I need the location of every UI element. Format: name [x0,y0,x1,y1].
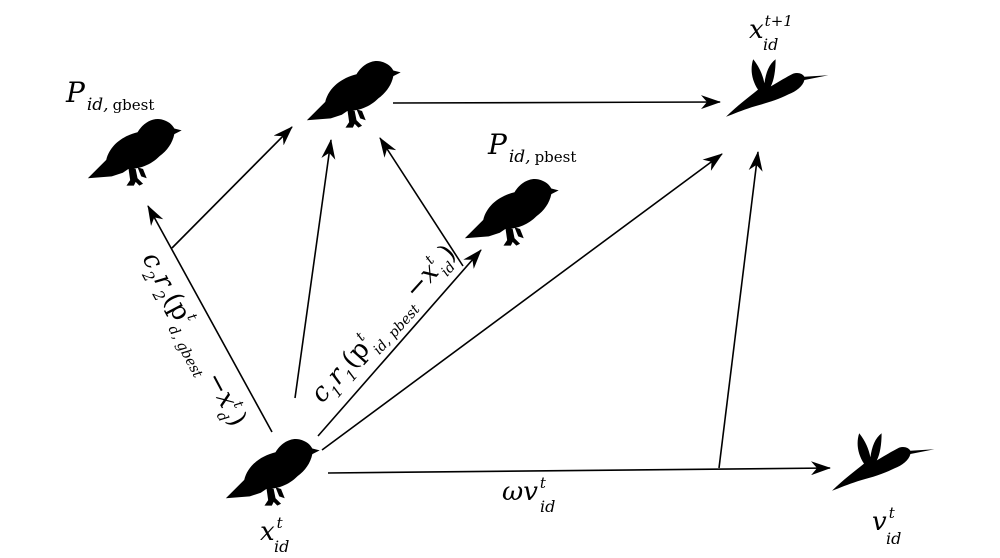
arrow-cognitive [317,249,482,437]
arrow-mid-to-next [392,95,721,110]
sparrow-icon-gbest [87,119,182,186]
sparrow-icon-current [225,439,320,506]
label-social: c2r2(ptd, gbest−xtd) [130,247,254,435]
svg-text:c2r2(ptd, gbest−xtd): c2r2(ptd, gbest−xtd) [130,247,254,435]
arrow-pbest-to-mid [379,137,464,267]
arrow-up-to-mid [294,139,336,399]
label-x-current-sub: id [274,537,289,556]
arrow-social [147,205,273,433]
arrow-social-to-next [171,126,293,249]
arrow-velocity-up [718,151,763,469]
label-inertia-sub: id [540,497,555,516]
arrow-inertia [327,461,831,476]
hummingbird-icon-velocity [832,433,935,491]
hummingbird-icon-next [726,59,829,117]
sparrow-icon-pbest [464,179,559,246]
arrow-diagonal-to-next [321,153,723,451]
label-x-next: xt+1 [749,12,793,45]
label-v-current-sub: id [886,529,901,548]
label-x-next-sub: id [763,35,778,54]
sparrow-icon-mid [306,61,401,128]
